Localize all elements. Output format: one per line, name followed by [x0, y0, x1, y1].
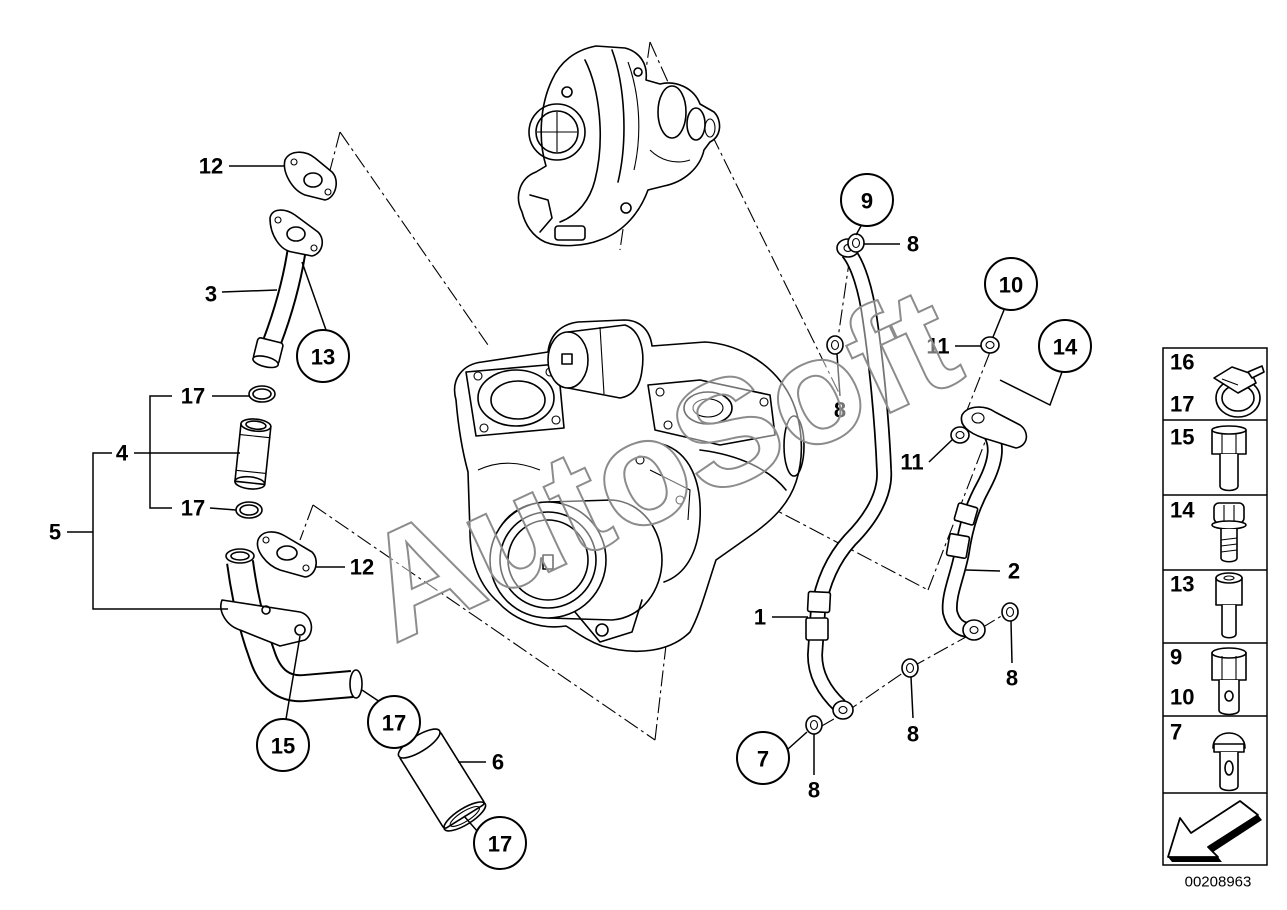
socket-head-screw-icon	[1215, 572, 1243, 639]
callout-15: 15	[271, 734, 295, 759]
callout-11: 11	[926, 334, 949, 359]
turbocharger-main	[453, 319, 805, 652]
callout-9: 9	[861, 189, 873, 214]
sealing-washer-8-top	[847, 233, 865, 253]
callout-7: 7	[757, 747, 769, 772]
callout-circle-13	[296, 329, 350, 383]
hollow-bolt-icon	[1211, 647, 1247, 716]
assembly-centre-lines	[299, 41, 1009, 741]
callout-10: 10	[999, 273, 1023, 298]
seal-ring-17-upper	[248, 385, 276, 403]
oil-return-pipe-3	[252, 209, 324, 369]
diagram-id: 00208963	[1185, 874, 1252, 891]
callout-5: 5	[49, 520, 61, 545]
callout-6: 6	[492, 750, 504, 775]
callout-1: 1	[754, 605, 766, 630]
callout-11: 11	[900, 450, 923, 475]
leader-lines	[67, 165, 1063, 833]
direction-arrow-icon	[1167, 800, 1262, 862]
sealing-washer-8-bottom	[805, 715, 823, 735]
callout-17: 17	[382, 711, 406, 736]
callout-8: 8	[834, 398, 846, 423]
legend-number: 17	[1170, 392, 1194, 417]
callout-circle-15	[256, 718, 310, 772]
callout-13: 13	[311, 345, 335, 370]
callout-8: 8	[907, 722, 919, 747]
legend-number: 14	[1170, 498, 1195, 523]
sealing-washer-8-mid	[826, 335, 844, 355]
gasket-12-lower	[256, 531, 317, 578]
flange-bolt-icon	[1211, 502, 1247, 563]
callout-circle-17	[367, 695, 421, 749]
callout-8: 8	[808, 778, 820, 803]
callout-17: 17	[488, 832, 512, 857]
legend-number: 9	[1170, 645, 1182, 670]
sealing-washer-8-right	[1001, 602, 1019, 622]
callout-2: 2	[1008, 559, 1020, 584]
callout-8: 8	[907, 232, 919, 257]
callout-circle-10	[984, 257, 1038, 311]
callout-circle-14	[1038, 319, 1092, 373]
hose-clamp-icon	[1213, 365, 1265, 418]
fastener-legend: 16 17 15 14	[1162, 347, 1268, 866]
legend-number: 13	[1170, 572, 1194, 597]
callout-12: 12	[199, 154, 223, 179]
sealing-washer-11-lower	[950, 426, 970, 444]
callout-circle-9	[840, 173, 894, 227]
gasket-12-upper	[283, 151, 337, 201]
legend-number: 10	[1170, 685, 1194, 710]
callout-14: 14	[1053, 335, 1078, 360]
callout-4: 4	[116, 441, 129, 466]
callout-3: 3	[205, 282, 217, 307]
legend-number: 16	[1170, 350, 1194, 375]
callout-labels: 12 3 13 17 4 17 5 12 15 17 6 17 9 8 8 10…	[49, 154, 1092, 870]
oil-feed-line-1	[805, 238, 884, 720]
callout-circle-17	[473, 816, 527, 870]
callout-17: 17	[181, 384, 205, 409]
callout-circle-7	[736, 731, 790, 785]
oil-return-elbow-5	[220, 549, 362, 698]
sealing-washer-8-center	[901, 658, 919, 678]
hex-bolt-icon	[1211, 425, 1247, 492]
legend-number: 15	[1170, 425, 1194, 450]
banjo-bolt-icon	[1212, 732, 1246, 792]
sealing-washer-11-upper	[980, 336, 1000, 354]
connecting-sleeve-4	[234, 418, 272, 490]
callout-12: 12	[350, 555, 374, 580]
legend-number: 7	[1170, 720, 1182, 745]
seal-ring-17-lower	[235, 501, 263, 519]
callout-8: 8	[1006, 666, 1018, 691]
oil-feed-line-2	[946, 406, 1028, 641]
turbocharger-detail-view	[517, 45, 721, 247]
callout-17: 17	[181, 496, 205, 521]
